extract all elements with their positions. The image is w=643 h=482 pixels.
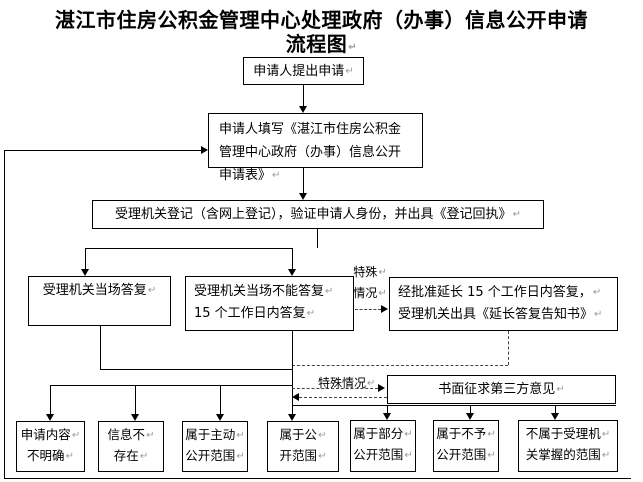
arrow-fill-to-register-head (299, 193, 307, 200)
page-title-line1: 湛江市住房公积金管理中心处理政府（办事）信息公开申请 (55, 8, 588, 32)
arrow-outcome2-line (135, 385, 136, 414)
arrow-outcome4-head (288, 414, 296, 421)
node-outcome-proactive: 属于主动↵ 公开范围↵ (182, 421, 248, 472)
outcomes-left-hline (50, 385, 292, 386)
feedback-left-vline (4, 150, 5, 478)
main-vline (292, 331, 293, 415)
feedback-arrow-head (201, 146, 208, 154)
arrow-outcome6-head (466, 413, 474, 420)
arrow-split-left-head (81, 269, 89, 276)
paragraph-mark-icon: ↵ (272, 170, 281, 181)
label-special-line1: 特殊↵ (353, 265, 387, 279)
dashed-special-to-extend-line (355, 309, 381, 310)
paragraph-mark-icon: ↵ (487, 429, 496, 440)
register-split-hline (85, 248, 292, 249)
node-extend-line2: 受理机关出具《延长答复告知书》↵ (398, 307, 603, 322)
dashed-from-thirdparty-head (292, 393, 299, 401)
paragraph-mark-icon: ↵ (367, 378, 376, 389)
label-special-case-inline: 特殊情况↵ (318, 376, 376, 390)
paragraph-mark-icon: ↵ (592, 287, 602, 298)
paragraph-mark-icon: ↵ (594, 309, 603, 320)
arrow-fill-to-register-line (303, 168, 304, 193)
paragraph-mark-icon: ↵ (139, 451, 149, 462)
paragraph-mark-icon: ↵ (306, 308, 316, 319)
node-extend-line1: 经批准延长 15 个工作日内答复，↵ (398, 285, 602, 300)
arrow-apply-to-fill-line (303, 85, 304, 106)
paragraph-mark-icon: ↵ (512, 209, 521, 220)
paragraph-mark-icon: ↵ (146, 430, 155, 441)
register-split-stem (317, 229, 318, 248)
node-outcome-not-exist: 信息不↵ 存在↵ (98, 421, 164, 472)
node-outcome-unclear: 申请内容↵ 不明确↵ (16, 421, 85, 472)
node-third-party: 书面征求第三方意见↵ (387, 375, 616, 404)
arrow-split-right-line (292, 248, 293, 269)
node-outcome-public: 属于公↵ 开范围↵ (267, 421, 339, 472)
paragraph-mark-icon: ↵ (71, 430, 81, 441)
paragraph-mark-icon: ↵ (325, 286, 334, 297)
onsite-join-hline (100, 369, 292, 370)
node-outcome-not-held: 不属于受理机↵ 关掌握的范围↵ (518, 420, 618, 472)
arrow-outcome7-head (551, 413, 559, 420)
dashed-to-thirdparty-head (378, 384, 385, 392)
feedback-top-hline (4, 150, 201, 151)
paragraph-mark-icon: ↵ (487, 450, 496, 461)
dashed-special-to-extend-head (381, 305, 388, 313)
node-apply: 申请人提出申请↵ (243, 57, 364, 85)
arrow-outcome7-line (555, 405, 556, 414)
label-special-case-stacked: 特殊↵ 情况↵ (352, 262, 388, 304)
page-title-line2: 流程图↵ (285, 32, 358, 56)
node-not-onsite-line2: 15 个工作日内答复↵ (194, 306, 316, 321)
node-register: 受理机关登记（含网上登记），验证申请人身份，并出具《登记回执》↵ (92, 200, 544, 229)
arrow-outcome5-head (383, 413, 391, 420)
arrow-split-left-line (85, 248, 86, 269)
paragraph-mark-icon: ↵ (348, 42, 358, 53)
extend-return-hdash (292, 365, 508, 366)
node-extend-reply: 经批准延长 15 个工作日内答复，↵ 受理机关出具《延长答复告知书》↵ (389, 277, 618, 331)
paragraph-mark-icon: ↵ (318, 430, 327, 441)
extend-return-vdash (508, 331, 509, 365)
paragraph-mark-icon: ↵ (147, 285, 157, 296)
node-not-onsite-line1: 受理机关当场不能答复↵ (194, 284, 334, 299)
paragraph-mark-icon: ↵ (345, 65, 354, 77)
paragraph-mark-icon: ↵ (236, 451, 245, 462)
paragraph-mark-icon: ↵ (404, 450, 413, 461)
arrow-split-right-head (288, 269, 296, 276)
node-outcome-withheld: 属于不予↵ 公开范围↵ (433, 420, 499, 472)
paragraph-mark-icon: ↵ (378, 288, 387, 299)
paragraph-mark-icon: ↵ (556, 384, 565, 395)
dashed-from-thirdparty-line (299, 397, 387, 398)
arrow-outcome5-line (387, 405, 388, 414)
page-title: 湛江市住房公积金管理中心处理政府（办事）信息公开申请 流程图↵ (0, 8, 643, 60)
arrow-outcome6-line (470, 405, 471, 414)
paragraph-mark-icon: ↵ (404, 429, 413, 440)
arrow-apply-to-fill-head (299, 106, 307, 113)
node-onsite-reply: 受理机关当场答复↵ (28, 276, 171, 326)
feedback-bottom-hline (4, 478, 631, 479)
thirdparty-under-hline (292, 405, 616, 406)
label-special-line2: 情况↵ (353, 286, 387, 300)
paragraph-mark-icon: ↵ (65, 451, 74, 462)
node-not-onsite-reply: 受理机关当场不能答复↵ 15 个工作日内答复↵ (185, 276, 354, 331)
dashed-to-thirdparty-line (292, 388, 378, 389)
node-outcome-partial: 属于部分↵ 公开范围↵ (350, 420, 416, 472)
paragraph-mark-icon: ↵ (236, 430, 245, 441)
paragraph-mark-icon: ↵ (601, 450, 611, 461)
arrow-outcome1-head (46, 414, 54, 421)
arrow-outcome3-line (220, 385, 221, 414)
arrow-outcome2-head (131, 414, 139, 421)
paragraph-mark-icon: ↵ (378, 267, 387, 278)
arrow-outcome3-head (216, 414, 224, 421)
node-fill-form: 申请人填写《湛江市住房公积金管理中心政府（办事）信息公开申请表》↵ (208, 113, 423, 183)
paragraph-mark-icon: ↵ (601, 429, 611, 440)
onsite-drop-vline (100, 326, 101, 369)
paragraph-mark-icon: ↵ (318, 451, 327, 462)
arrow-outcome1-line (50, 385, 51, 414)
